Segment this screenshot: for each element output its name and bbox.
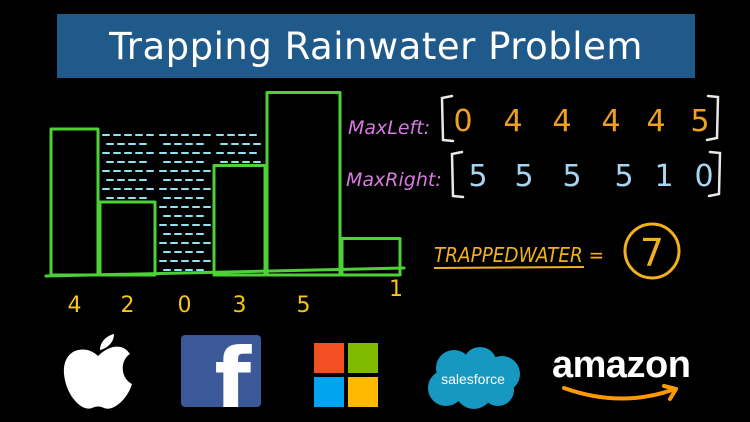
trapped-water-label: TRAPPEDWATER = <box>434 243 604 267</box>
apple-logo <box>63 334 132 409</box>
trapped-water-value: 7 <box>640 231 664 275</box>
facebook-f: f <box>214 335 251 407</box>
facebook-logo: f <box>181 335 261 407</box>
max-left-bracket-close <box>705 94 720 142</box>
array-value: 0 <box>453 104 472 139</box>
amazon-wordmark: amazon <box>552 344 691 386</box>
height-label: 1 <box>389 277 403 302</box>
page-title: Trapping Rainwater Problem <box>109 24 643 68</box>
max-right-label: MaxRight: <box>346 169 442 191</box>
array-value: 4 <box>552 104 571 139</box>
array-value: 0 <box>694 159 713 194</box>
height-label: 3 <box>233 293 247 318</box>
elevation-bar <box>340 237 402 277</box>
salesforce-logo: salesforce <box>428 347 520 409</box>
array-value: 4 <box>601 104 620 139</box>
height-label: 4 <box>68 293 82 318</box>
height-label: 2 <box>121 293 135 318</box>
height-labels: 4 2 0 3 5 1 <box>68 277 404 318</box>
array-value: 4 <box>646 104 665 139</box>
elevation-bar <box>98 200 157 277</box>
elevation-bar <box>49 127 100 277</box>
title-banner: Trapping Rainwater Problem <box>57 14 695 78</box>
microsoft-logo <box>314 343 378 407</box>
array-value: 5 <box>562 159 581 194</box>
array-value: 5 <box>690 104 709 139</box>
max-right-bracket-close <box>707 150 722 198</box>
elevation-bar <box>212 164 267 277</box>
max-left-label: MaxLeft: <box>348 117 430 139</box>
trapped-water <box>102 134 261 271</box>
array-value: 1 <box>654 159 673 194</box>
amazon-smile-arrow <box>562 384 678 401</box>
height-label: 5 <box>297 293 311 318</box>
array-value: 5 <box>468 159 487 194</box>
max-right-bracket-open <box>450 150 465 199</box>
array-value: 5 <box>614 159 633 194</box>
salesforce-wordmark: salesforce <box>441 371 505 387</box>
trapped-water-underline <box>433 266 585 269</box>
array-value: 5 <box>514 159 533 194</box>
elevation-bar <box>265 91 342 277</box>
ground-line <box>44 266 406 278</box>
height-label: 0 <box>178 293 192 318</box>
answer-circle <box>623 222 681 280</box>
array-value: 4 <box>503 104 522 139</box>
max-left-bracket-open <box>440 94 455 143</box>
